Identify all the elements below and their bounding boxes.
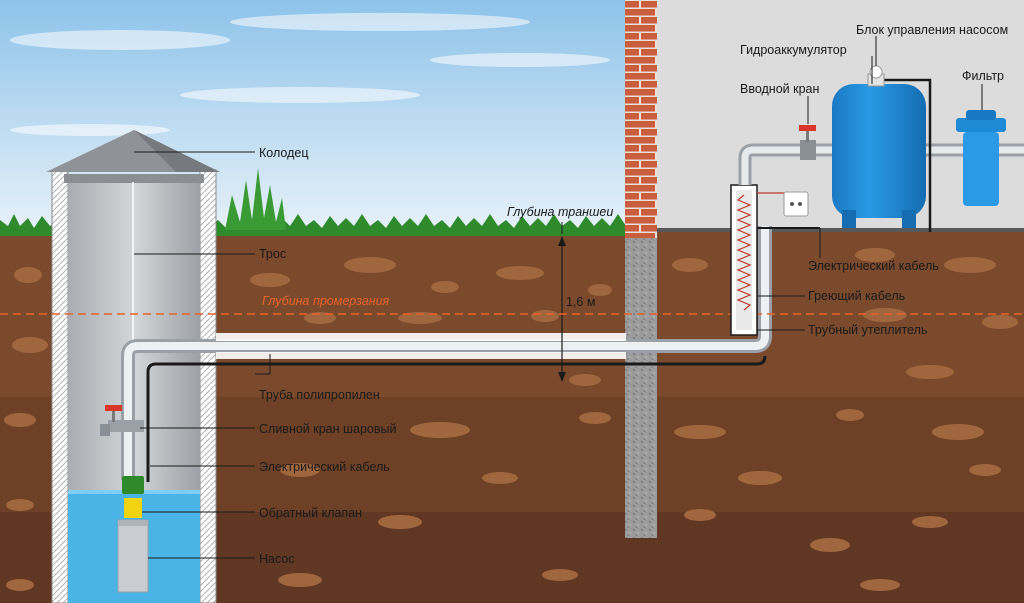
label-well: Колодец [259,146,308,160]
bush [225,168,286,230]
label-pump-control: Блок управления насосом [856,23,1008,37]
label-accumulator: Гидроаккумулятор [740,43,847,57]
filter [956,110,1006,206]
label-trench-depth: Глубина траншеи [507,205,613,219]
soil-stones [4,248,1018,591]
label-depth-value: 1,6 м [566,295,595,309]
control-cable [876,78,932,232]
label-heating-cable: Греющий кабель [808,289,905,303]
house-foundation [625,238,657,538]
pump [117,519,149,593]
polypropylene-pipe [121,226,772,480]
heating-cable [736,194,752,311]
label-electric-cable-house: Электрический кабель [808,259,939,273]
leader-lines [134,36,983,559]
electric-cable-well [146,355,767,482]
label-rope: Трос [259,247,286,261]
label-freeze-depth: Глубина промерзания [262,294,390,308]
label-filter: Фильтр [962,69,1004,83]
power-socket [783,191,809,217]
inlet-valve [799,125,816,160]
hydro-accumulator [832,73,926,228]
check-valve [124,498,142,518]
label-pipe: Труба полипропилен [259,388,380,402]
drain-ball-valve [100,405,144,436]
label-pipe-insulation: Трубный утеплитель [808,323,927,337]
check-valve-top [122,476,144,494]
well-wall-right [199,169,217,603]
label-pump: Насос [259,552,295,566]
label-electric-cable-well: Электрический кабель [259,460,390,474]
label-drain-valve: Сливной кран шаровый [259,422,397,436]
label-inlet-valve: Вводной кран [740,82,819,96]
label-check-valve: Обратный клапан [259,506,362,520]
well-wall-left [51,169,69,603]
house-brick-wall [625,0,657,240]
trench-depth-marker [558,236,566,382]
well-rim [64,174,204,183]
